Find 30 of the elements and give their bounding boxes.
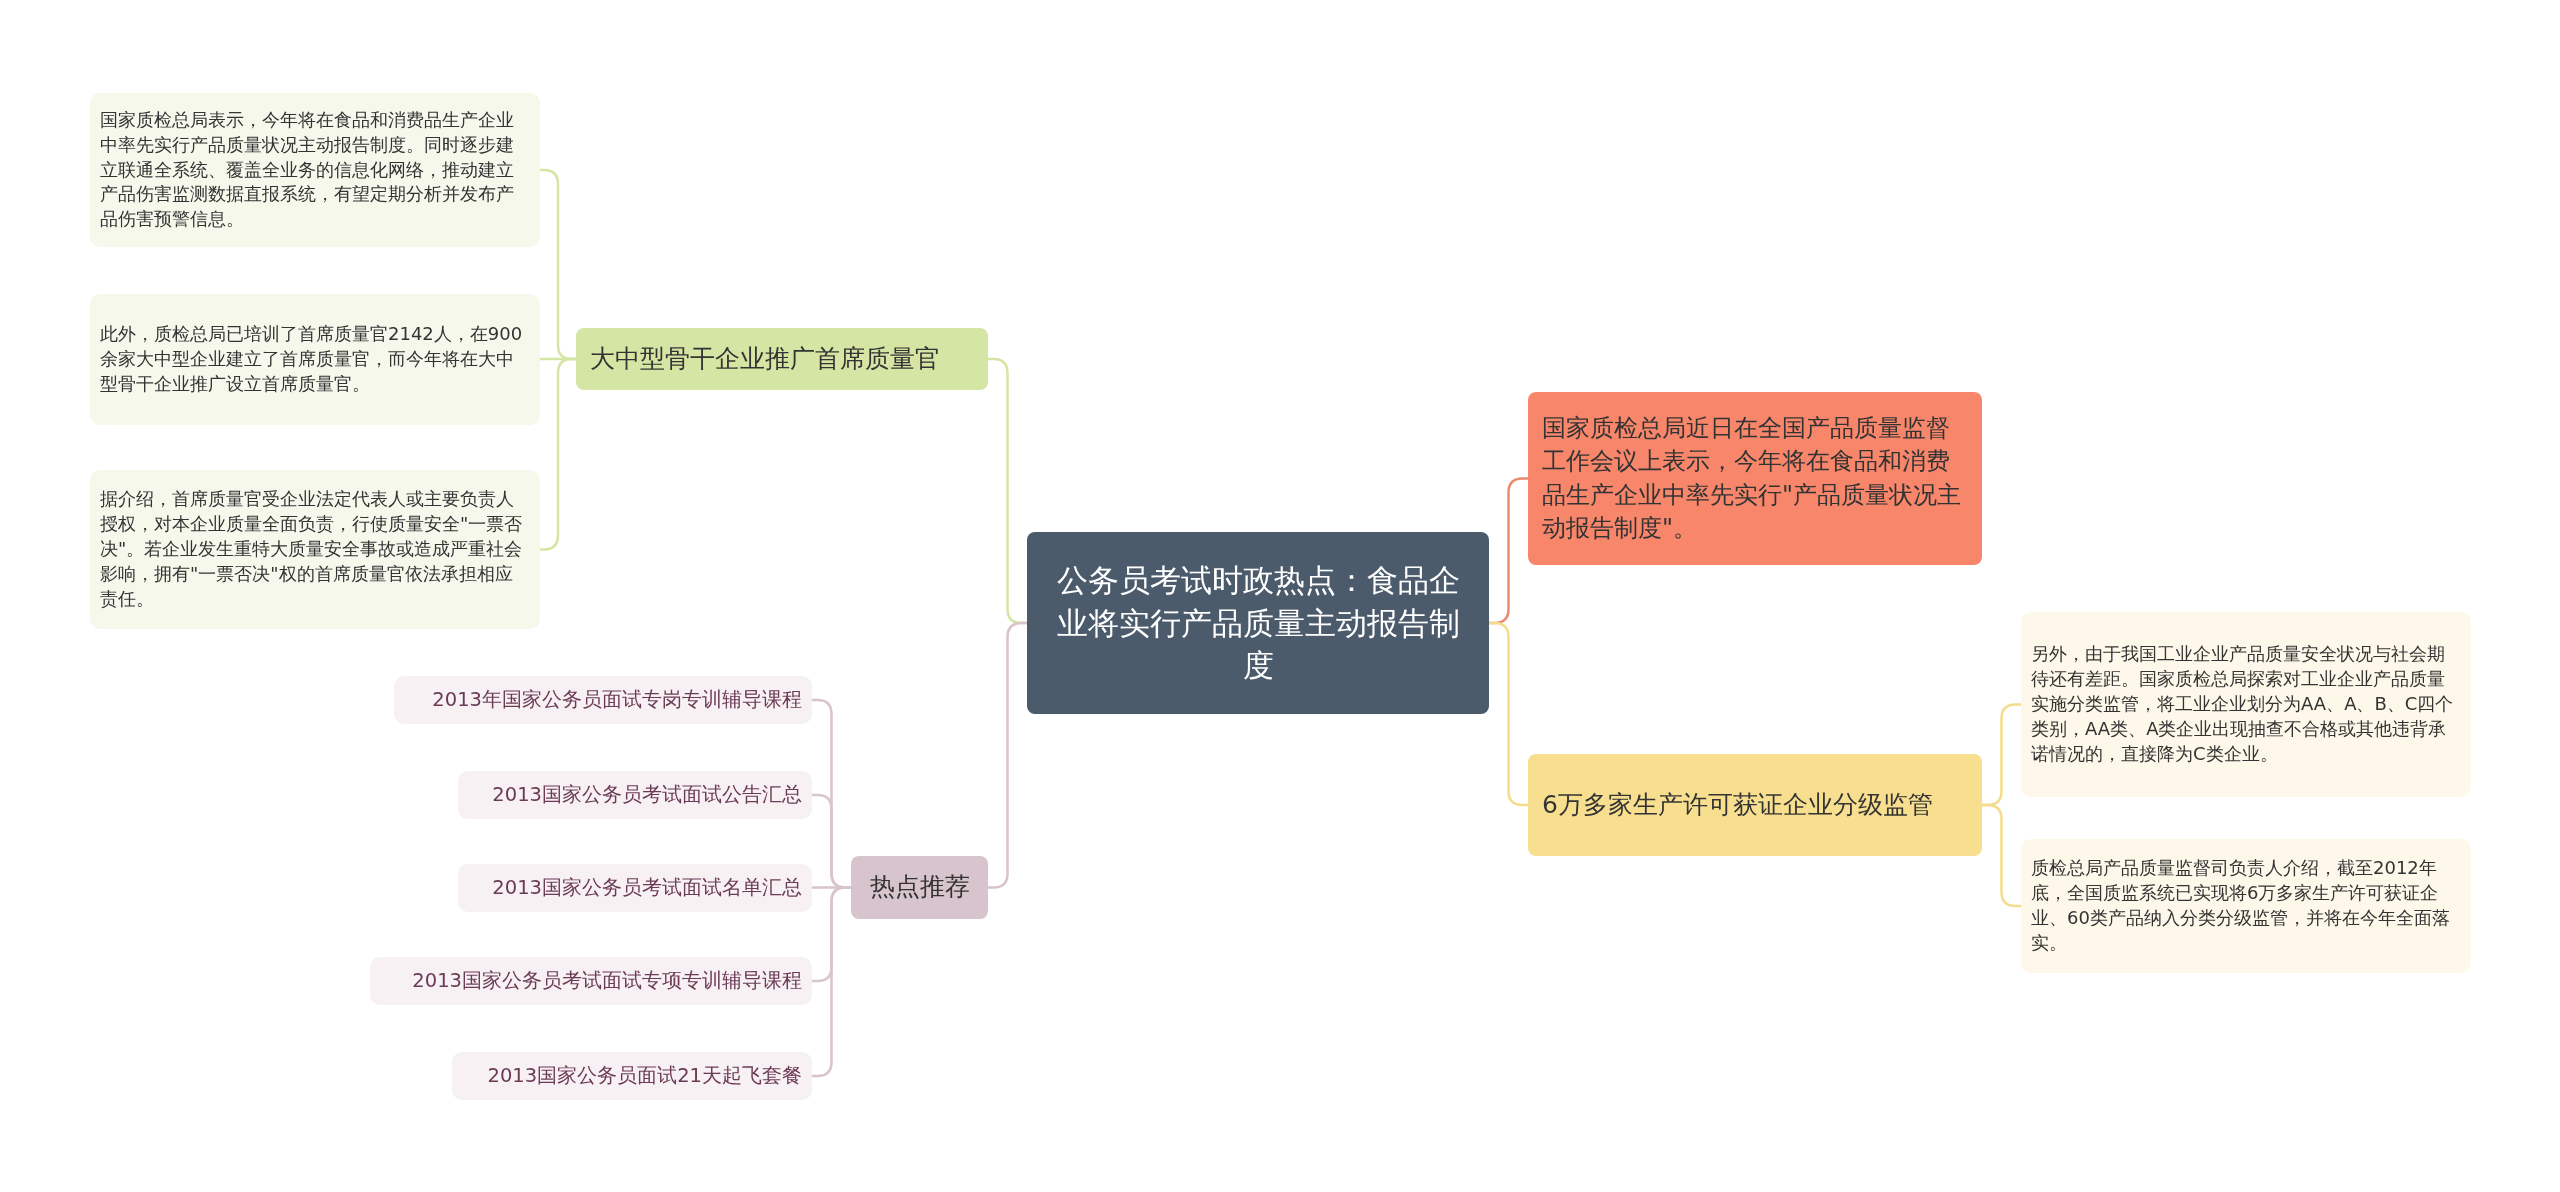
subtopic-card: [2021, 839, 2471, 973]
central-topic: [1027, 532, 1489, 714]
topic-text: 2013国家公务员考试面试名单汇总: [492, 874, 802, 901]
branch-topic: [851, 856, 988, 919]
branch-topic: [576, 328, 988, 390]
topic-text: 2013国家公务员考试面试专项专训辅导课程: [412, 967, 802, 994]
subtopic-card: [452, 1052, 812, 1100]
topic-text: 此外，质检总局已培训了首席质量官2142人，在900余家大中型企业建立了首席质量官，而今年将在大中型骨干企业推广设立首席质量官。: [100, 322, 524, 396]
subtopic-card: [90, 93, 540, 247]
topic-text: 质检总局产品质量监督司负责人介绍，截至2012年底，全国质监系统已实现将6万多家生产许可获证企业、60类产品纳入分类分级监管，并将在今年全面落实。: [2031, 856, 2451, 955]
topic-text: 2013国家公务员考试面试公告汇总: [492, 781, 802, 808]
branch-topic: [1528, 392, 1982, 565]
subtopic-card: [2021, 612, 2471, 797]
subtopic-card: [90, 294, 540, 425]
topic-text: 2013国家公务员面试21天起飞套餐: [487, 1062, 802, 1089]
subtopic-card: [458, 771, 812, 819]
topic-text: 国家质检总局表示，今年将在食品和消费品生产企业中率先实行产品质量状况主动报告制度。同时逐步建立联通全系统、覆盖全业务的信息化网络，推动建立产品伤害监测数据直报系统，有望定期分析并发布产品伤害预警信息。: [100, 107, 515, 232]
subtopic-card: [394, 676, 812, 724]
subtopic-card: [370, 957, 812, 1005]
subtopic-card: [458, 864, 812, 912]
branch-topic: [1528, 754, 1982, 856]
topic-text: 6万多家生产许可获证企业分级监管: [1542, 788, 1933, 821]
topic-text: 另外，由于我国工业企业产品质量安全状况与社会期待还有差距。国家质检总局探索对工业企业产品质量实施分类监管，将工业企业划分为AA、A、B、C四个类别，AA类、A类企业出现抽查不合格或其他违背承诺情况的，直接降为C类企业。: [2031, 642, 2455, 766]
topic-text: 据介绍，首席质量官受企业法定代表人或主要负责人授权，对本企业质量全面负责，行使质量安全"一票否决"。若企业发生重特大质量安全事故或造成严重社会影响，拥有"一票否决"权的首席质量官依法承担相应责任。: [100, 487, 524, 611]
topic-text: 2013年国家公务员面试专岗专训辅导课程: [432, 686, 802, 713]
topic-text: 大中型骨干企业推广首席质量官: [590, 342, 940, 375]
subtopic-card: [90, 470, 540, 629]
topic-text: 国家质检总局近日在全国产品质量监督工作会议上表示，今年将在食品和消费品生产企业中率先实行"产品质量状况主动报告制度"。: [1542, 413, 1963, 544]
topic-text: 热点推荐: [869, 871, 970, 904]
topic-text: 公务员考试时政热点：食品企业将实行产品质量主动报告制度: [1055, 560, 1461, 686]
